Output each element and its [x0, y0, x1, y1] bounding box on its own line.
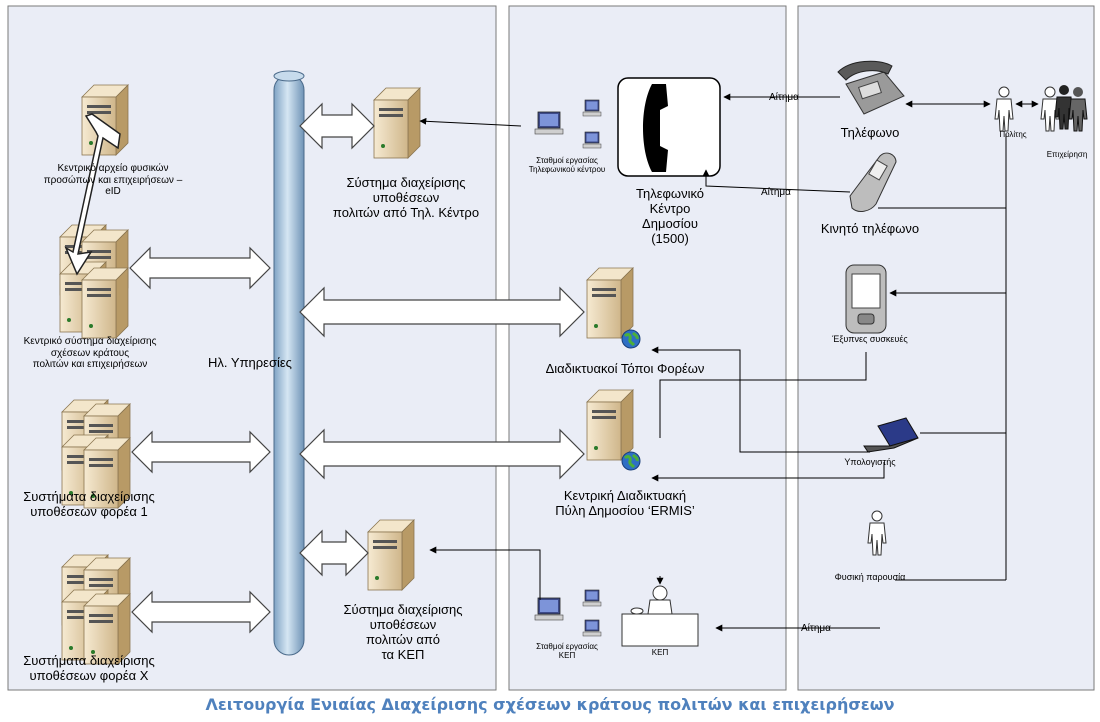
kep-system-label: Σύστημα διαχείρισης υποθέσεων πολιτών απ…	[343, 602, 463, 662]
phone-label: Τηλέφωνο	[840, 125, 900, 140]
request-label-kep: Αίτημα	[801, 622, 831, 634]
business-label: Επιχείρηση	[1046, 150, 1088, 159]
smart-devices-label: Έξυπνες συσκευές	[832, 334, 908, 344]
portal-globe-icon	[620, 450, 642, 472]
right-panel	[797, 5, 1095, 691]
citizen-label: Πολίτης	[999, 130, 1027, 139]
kep-workstations-to-system-line	[429, 546, 541, 600]
mobile-phone-icon	[849, 152, 897, 212]
physical-presence-label: Φυσική παρουσία	[834, 572, 906, 582]
mobile-to-callcenter-line	[702, 169, 851, 193]
callcenter-system-label: Σύστημα διαχείρισης υποθέσεων πολιτών απ…	[332, 175, 480, 220]
agencyx-label: Συστήματα διαχείρισης υποθέσεων φορέα Χ	[23, 653, 155, 683]
bus-to-kep-system-arrow	[299, 529, 369, 577]
kep-system-server-icon	[367, 519, 415, 591]
websites-globe-icon	[620, 328, 642, 350]
eservices-label: Ηλ. Υπηρεσίες	[208, 355, 292, 370]
laptop-to-websites-line	[651, 346, 870, 453]
eservices-bus	[273, 70, 305, 656]
callcenter-workstations-label: Σταθμοί εργασίας Τηλεφωνικού κέντρου	[528, 156, 606, 175]
callcenter-handset-icon	[617, 77, 721, 177]
workstations-to-callcenter-system-line	[419, 117, 522, 127]
eid-sync-arrow	[64, 113, 121, 276]
websites-label: Διαδικτυακοί Τόποι Φορέων	[545, 361, 705, 376]
websites-server-icon	[586, 267, 634, 339]
kep-label: ΚΕΠ	[651, 648, 669, 657]
kep-desk-icon	[621, 576, 699, 647]
smart-device-icon	[845, 264, 887, 334]
desk-phone-icon	[837, 60, 905, 115]
agency1-label: Συστήματα διαχείρισης υποθέσεων φορέα 1	[23, 489, 155, 519]
callcenter-system-server-icon	[373, 87, 421, 159]
bus-to-agency1-arrow	[131, 430, 271, 474]
request-label-phone: Αίτημα	[769, 91, 799, 103]
eid-archive-label: Κεντρικό αρχείο φυσικών προσώπων και επι…	[43, 163, 183, 197]
bus-to-portal-arrow	[299, 428, 585, 480]
central-system-label: Κεντρικό σύστημα διαχείρισης σχέσεων κρά…	[23, 336, 157, 370]
bus-to-callcenter-system-arrow	[299, 102, 375, 150]
kep-workstations-label: Σταθμοί εργασίας ΚΕΠ	[536, 642, 598, 661]
bus-to-central-arrow	[129, 246, 271, 290]
bus-to-agencyx-arrow	[131, 590, 271, 634]
bus-to-websites-arrow	[299, 286, 585, 338]
mobile-label: Κινητό τηλέφωνο	[820, 221, 920, 236]
laptop-icon	[863, 417, 919, 453]
request-label-mobile: Αίτημα	[761, 186, 791, 198]
computer-label: Υπολογιστής	[844, 457, 896, 467]
agencyx-server-cluster-icon	[61, 554, 131, 665]
smart-device-to-websites-line	[659, 352, 867, 438]
portal-server-icon	[586, 389, 634, 461]
callcenter-label: Τηλεφωνικό Κέντρο Δημοσίου (1500)	[635, 186, 705, 246]
diagram-caption: Λειτουργία Ενιαίας Διαχείρισης σχέσεων κ…	[205, 695, 895, 714]
central-system-server-cluster-icon	[59, 224, 129, 339]
portal-label: Κεντρική Διαδικτυακή Πύλη Δημοσίου ‘ERMI…	[555, 488, 695, 518]
business-people-icon	[1040, 85, 1088, 132]
laptop-to-portal-line	[651, 462, 885, 482]
